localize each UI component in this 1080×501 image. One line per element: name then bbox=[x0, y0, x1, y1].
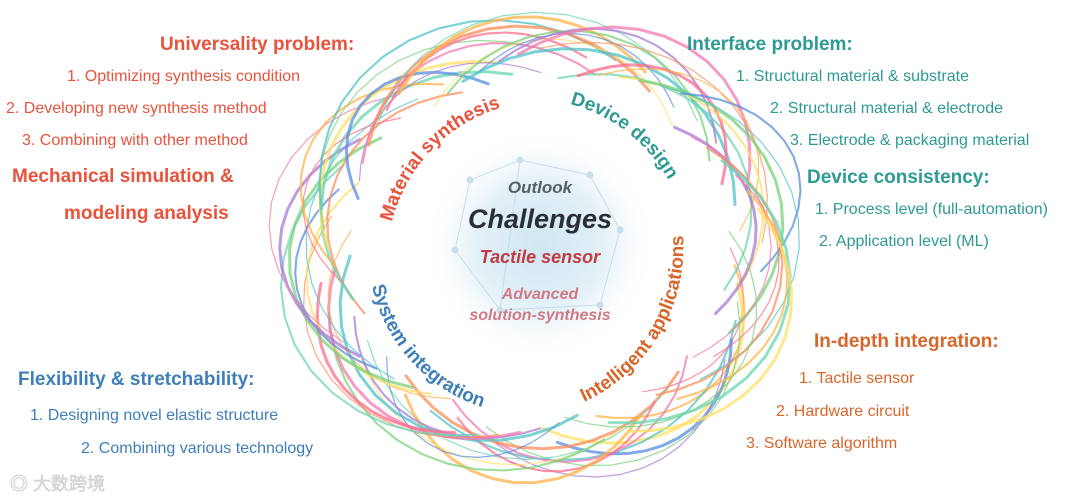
swirl-stroke bbox=[315, 281, 457, 435]
center-outlook: Outlook bbox=[507, 178, 573, 197]
swirl-stroke bbox=[294, 188, 378, 370]
swirl-stroke bbox=[366, 339, 668, 461]
swirl-stroke bbox=[328, 310, 606, 472]
mechanical-title-line1: Mechanical simulation & bbox=[12, 166, 234, 187]
universality-item-2: 2. Developing new synthesis method bbox=[6, 100, 267, 117]
center-challenges: Challenges bbox=[467, 204, 613, 234]
integration-item-2: 2. Hardware circuit bbox=[776, 403, 910, 420]
swirl-stroke bbox=[268, 94, 397, 343]
colorful-swirl-ring bbox=[268, 11, 802, 485]
swirl-stroke bbox=[403, 393, 642, 485]
swirl-stroke bbox=[305, 98, 418, 380]
integration-item-3: 3. Software algorithm bbox=[746, 435, 898, 452]
integration-item-1: 1. Tactile sensor bbox=[799, 370, 915, 387]
swirl-stroke bbox=[338, 254, 579, 442]
swirl-stroke bbox=[278, 137, 362, 358]
interface-title: Interface problem: bbox=[687, 34, 853, 55]
swirl-stroke bbox=[655, 146, 784, 396]
swirl-stroke bbox=[446, 30, 711, 162]
swirl-stroke bbox=[305, 182, 433, 396]
universality-item-3: 3. Combining with other method bbox=[22, 132, 248, 149]
interface-item-3: 3. Electrode & packaging material bbox=[790, 132, 1030, 149]
swirl-stroke bbox=[607, 159, 792, 425]
swirl-stroke bbox=[385, 31, 588, 112]
center-glow bbox=[422, 127, 658, 363]
flexibility-item-1: 1. Designing novel elastic structure bbox=[30, 407, 279, 424]
integration-title: In-depth integration: bbox=[814, 331, 999, 352]
swirl-stroke bbox=[404, 370, 680, 451]
swirl-stroke bbox=[279, 163, 479, 437]
swirl-stroke bbox=[386, 356, 560, 459]
swirl-stroke bbox=[479, 32, 675, 108]
center-tactile-sensor: Tactile sensor bbox=[479, 247, 601, 267]
swirl-stroke bbox=[676, 190, 789, 400]
swirl-stroke bbox=[672, 125, 758, 316]
consistency-item-2: 2. Application level (ML) bbox=[819, 233, 989, 250]
interface-item-1: 1. Structural material & substrate bbox=[736, 68, 969, 85]
neural-network-decoration bbox=[451, 156, 624, 314]
interface-item-2: 2. Structural material & electrode bbox=[770, 100, 1003, 117]
swirl-stroke bbox=[433, 38, 674, 127]
consistency-title: Device consistency: bbox=[807, 167, 990, 188]
swirl-stroke bbox=[563, 230, 758, 428]
watermark-icon: ◎ bbox=[10, 474, 28, 494]
swirl-stroke bbox=[713, 174, 780, 358]
swirl-stroke bbox=[302, 117, 402, 284]
swirl-stroke bbox=[626, 207, 794, 433]
swirl-stroke bbox=[451, 355, 688, 463]
universality-title: Universality problem: bbox=[160, 34, 355, 55]
watermark-logo: ◎ 大数跨境 bbox=[10, 470, 105, 496]
center-advanced: Advanced bbox=[501, 286, 579, 303]
flexibility-title: Flexibility & stretchability: bbox=[18, 369, 255, 390]
watermark-text: 大数跨境 bbox=[33, 474, 106, 494]
consistency-item-1: 1. Process level (full-automation) bbox=[815, 201, 1048, 218]
swirl-stroke bbox=[375, 11, 698, 128]
swirl-stroke bbox=[344, 70, 490, 200]
flexibility-item-2: 2. Combining various technology bbox=[81, 440, 314, 457]
universality-item-1: 1. Optimizing synthesis condition bbox=[67, 68, 300, 85]
swirl-stroke bbox=[456, 400, 656, 473]
mechanical-title-line2: modeling analysis bbox=[64, 203, 229, 224]
swirl-stroke bbox=[539, 41, 768, 243]
swirl-stroke bbox=[680, 92, 802, 273]
swirl-stroke bbox=[327, 267, 522, 441]
swirl-stroke bbox=[555, 338, 733, 456]
swirl-stroke bbox=[288, 136, 415, 389]
center-solution-synthesis: solution-synthesis bbox=[469, 307, 611, 324]
swirl-stroke bbox=[576, 63, 728, 186]
